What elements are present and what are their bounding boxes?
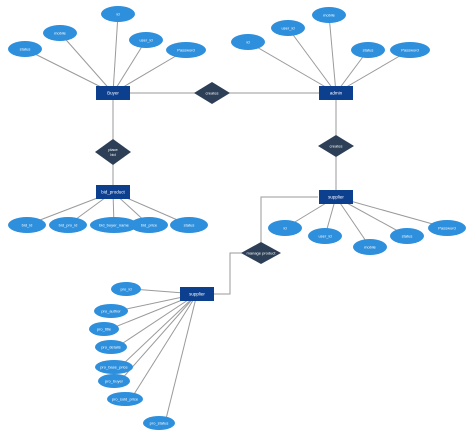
attr-bid-bid-pro-id[interactable] xyxy=(49,217,87,233)
entity-admin[interactable] xyxy=(319,86,353,100)
attr-buyer-user-id[interactable] xyxy=(129,32,163,48)
attr-supplier-left-pro-sold-price[interactable] xyxy=(107,392,143,406)
edge-admin-attr xyxy=(287,27,337,94)
relationship-place-bid-label-1: bid xyxy=(110,152,115,157)
attr-supplier-id-label: id xyxy=(283,226,286,231)
edge-admin-attr xyxy=(328,14,337,94)
entity-buyer[interactable] xyxy=(96,86,130,100)
attr-bid-bid-buyer-name[interactable] xyxy=(90,217,138,233)
attr-supplier-left-pro-details-label: pro_details xyxy=(101,345,121,350)
attr-supplier-password[interactable] xyxy=(428,220,466,236)
attr-supplier-mobile[interactable] xyxy=(353,239,387,255)
relationship-creates-buyer-admin[interactable] xyxy=(194,82,230,104)
attr-buyer-mobile-label: mobile xyxy=(54,31,67,36)
attr-supplier-left-pro-author-label: pro_author xyxy=(101,309,121,314)
edge-supplier-manage xyxy=(260,196,318,253)
attr-supplier-mobile-label: mobile xyxy=(364,245,377,250)
attr-bid-bid-id[interactable] xyxy=(8,217,46,233)
relationship-creates-admin-supplier-label: creates xyxy=(329,144,342,149)
entity-supplier-left-label: supplier xyxy=(189,292,205,297)
attr-bid-status[interactable] xyxy=(170,217,208,233)
attr-supplier-left-pro-id[interactable] xyxy=(111,282,141,296)
attr-bid-status-label: status xyxy=(184,223,195,228)
attr-buyer-password-label: Password xyxy=(177,48,195,53)
attr-supplier-left-pro-details[interactable] xyxy=(95,340,127,354)
edge-supplier-attr xyxy=(335,196,371,248)
attr-admin-mobile-label: mobile xyxy=(323,13,336,18)
connector-lines xyxy=(24,13,448,424)
edge-buyer-attr xyxy=(112,13,119,94)
attr-supplier-left-pro-status[interactable] xyxy=(143,416,175,430)
attr-supplier-left-pro-base-price[interactable] xyxy=(95,360,133,374)
attr-buyer-id[interactable] xyxy=(101,6,135,22)
entity-bid-product[interactable] xyxy=(96,185,130,199)
edge-supplier-attr xyxy=(335,196,448,229)
edge-buyer-attr xyxy=(112,49,187,94)
attr-bid-bid-price-label: bid_price xyxy=(141,223,158,228)
attr-supplier-left-pro-id-label: pro_id xyxy=(120,287,131,292)
attr-supplier-left-pro-title[interactable] xyxy=(89,322,119,336)
attr-supplier-user-id-label: user_id xyxy=(318,234,331,239)
edge-buyer-attr xyxy=(59,32,114,94)
attr-supplier-status[interactable] xyxy=(390,228,424,244)
attr-bid-bid-pro-id-label: bid_pro_id xyxy=(59,223,78,228)
attr-supplier-left-pro-sold-price-label: pro_sold_price xyxy=(112,397,139,402)
entity-supplier-left[interactable] xyxy=(180,287,214,301)
attr-bid-bid-buyer-name-label: bid_buyer_name xyxy=(99,223,130,228)
edge-admin-attr xyxy=(247,41,337,94)
attr-supplier-left-pro-author[interactable] xyxy=(94,304,128,318)
attr-buyer-id-label: id xyxy=(116,12,119,17)
attr-supplier-id[interactable] xyxy=(268,220,302,236)
attr-supplier-left-pro-buyer-label: pro_buyer xyxy=(105,379,124,384)
attr-buyer-password[interactable] xyxy=(166,42,206,58)
attr-supplier-left-pro-title-label: pro_title xyxy=(97,327,112,332)
attr-admin-id[interactable] xyxy=(231,34,265,50)
attr-bid-bid-id-label: bid_id xyxy=(22,223,33,228)
relationship-manage-product[interactable] xyxy=(241,242,281,264)
attr-supplier-left-pro-status-label: pro_status xyxy=(150,421,169,426)
entity-buyer-label: Buyer xyxy=(107,91,119,96)
edge-supplier-left-attr xyxy=(116,293,198,348)
relationship-place-bid-label-0: place xyxy=(108,147,118,152)
attr-buyer-status[interactable] xyxy=(8,41,42,57)
entity-supplier-label: supplier xyxy=(328,195,344,200)
attr-admin-password[interactable] xyxy=(390,42,430,58)
entity-admin-label: admin xyxy=(330,91,343,96)
edge-admin-attr xyxy=(335,49,411,94)
attr-admin-id-label: id xyxy=(246,40,249,45)
attr-admin-status-label: status xyxy=(363,48,374,53)
attr-buyer-mobile[interactable] xyxy=(43,25,77,41)
diagram-nodes: Buyer admin bid_product supplier supplier cre… xyxy=(8,6,466,430)
attr-admin-user-id[interactable] xyxy=(271,20,305,36)
attr-supplier-left-pro-buyer[interactable] xyxy=(98,374,130,388)
attr-supplier-status-label: status xyxy=(402,234,413,239)
attr-admin-status[interactable] xyxy=(351,42,385,58)
edge-buyer-attr xyxy=(24,48,114,94)
edge-supplier-left-attr xyxy=(119,293,198,368)
relationship-manage-product-label: manage product xyxy=(247,251,277,256)
attr-admin-password-label: Password xyxy=(401,48,419,53)
relationship-creates-admin-supplier[interactable] xyxy=(318,135,354,157)
entity-bid-product-label: bid_product xyxy=(101,190,125,195)
relationship-creates-buyer-admin-label: creates xyxy=(205,91,218,96)
attr-buyer-status-label: status xyxy=(20,47,31,52)
attr-supplier-user-id[interactable] xyxy=(308,228,342,244)
attr-bid-bid-price[interactable] xyxy=(130,217,168,233)
edge-supplier-left-attr xyxy=(130,293,198,400)
attr-admin-mobile[interactable] xyxy=(312,7,346,23)
attr-admin-user-id-label: user_id xyxy=(281,26,294,31)
edge-buyer-attr xyxy=(112,39,147,94)
attr-supplier-password-label: Password xyxy=(438,226,456,231)
attr-supplier-left-pro-base-price-label: pro_base_price xyxy=(100,365,128,370)
entity-supplier[interactable] xyxy=(319,190,353,204)
relationship-place-bid[interactable] xyxy=(95,139,131,165)
attr-buyer-user-id-label: user_id xyxy=(139,38,152,43)
edge-supplier-left-attr xyxy=(164,293,198,424)
